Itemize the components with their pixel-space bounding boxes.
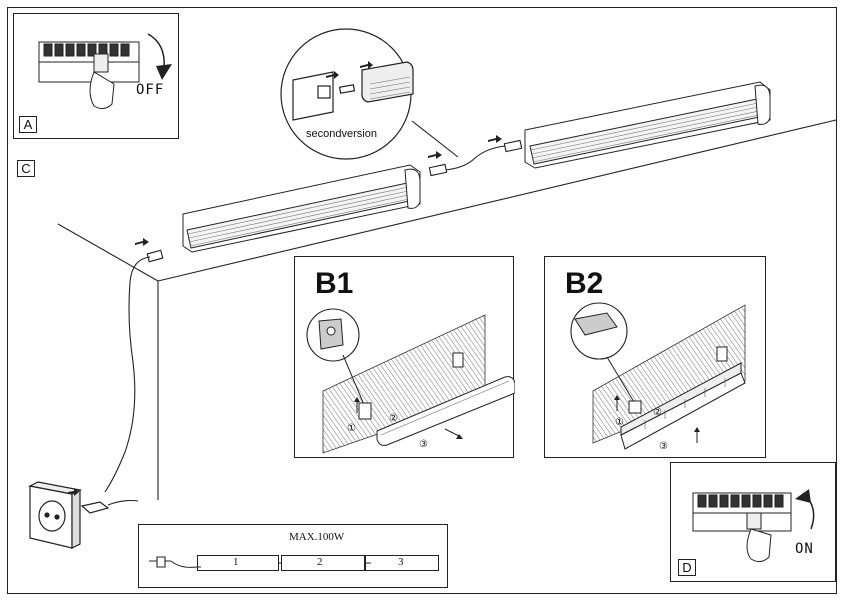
b1-step-2: ② bbox=[389, 413, 398, 424]
off-arrow-icon bbox=[147, 33, 165, 69]
wiring-schematic: MAX.100W 1 2 3 bbox=[138, 524, 448, 588]
panel-b1: B1 ① ② ③ bbox=[294, 256, 515, 458]
unit-3-label: 3 bbox=[398, 556, 404, 568]
wall-outline bbox=[57, 119, 837, 500]
callout-label: secondversion bbox=[306, 128, 377, 140]
luminaire-right bbox=[524, 81, 771, 169]
panel-d: D ON bbox=[670, 462, 836, 582]
luminaire-left bbox=[182, 164, 421, 253]
breaker-off-illustration bbox=[38, 33, 172, 110]
panel-a-tag: A bbox=[19, 116, 37, 133]
link-cable bbox=[411, 120, 523, 177]
b2-step-3: ③ bbox=[659, 441, 668, 452]
b1-title: B1 bbox=[315, 267, 354, 300]
unit-2-label: 2 bbox=[317, 556, 323, 568]
on-label: ON bbox=[795, 541, 814, 557]
unit-1-box bbox=[197, 555, 279, 571]
wiring-lines bbox=[149, 556, 371, 568]
panel-b2: B2 ① ② ③ bbox=[544, 256, 766, 458]
b2-step-2: ② bbox=[653, 407, 662, 418]
breaker-on-illustration bbox=[692, 489, 815, 563]
unit-2-box bbox=[281, 555, 365, 571]
secondversion-callout bbox=[280, 28, 414, 160]
connect-arrows bbox=[135, 135, 502, 246]
panel-d-tag: D bbox=[678, 559, 696, 576]
b1-step-1: ① bbox=[347, 423, 356, 434]
b1-step-3: ③ bbox=[419, 439, 428, 450]
b2-step-1: ① bbox=[615, 417, 624, 428]
b2-mounting-illustration bbox=[570, 302, 746, 450]
wall-socket bbox=[28, 481, 110, 549]
b2-title: B2 bbox=[565, 267, 604, 300]
unit-1-label: 1 bbox=[233, 556, 239, 568]
off-label: OFF bbox=[136, 82, 165, 98]
panel-a: A OFF bbox=[13, 13, 179, 139]
unit-3-box bbox=[365, 555, 439, 571]
max-load-label: MAX.100W bbox=[289, 531, 345, 543]
b1-mounting-illustration bbox=[306, 308, 515, 454]
supply-cable bbox=[104, 249, 164, 506]
panel-c-tag: C bbox=[17, 160, 35, 177]
